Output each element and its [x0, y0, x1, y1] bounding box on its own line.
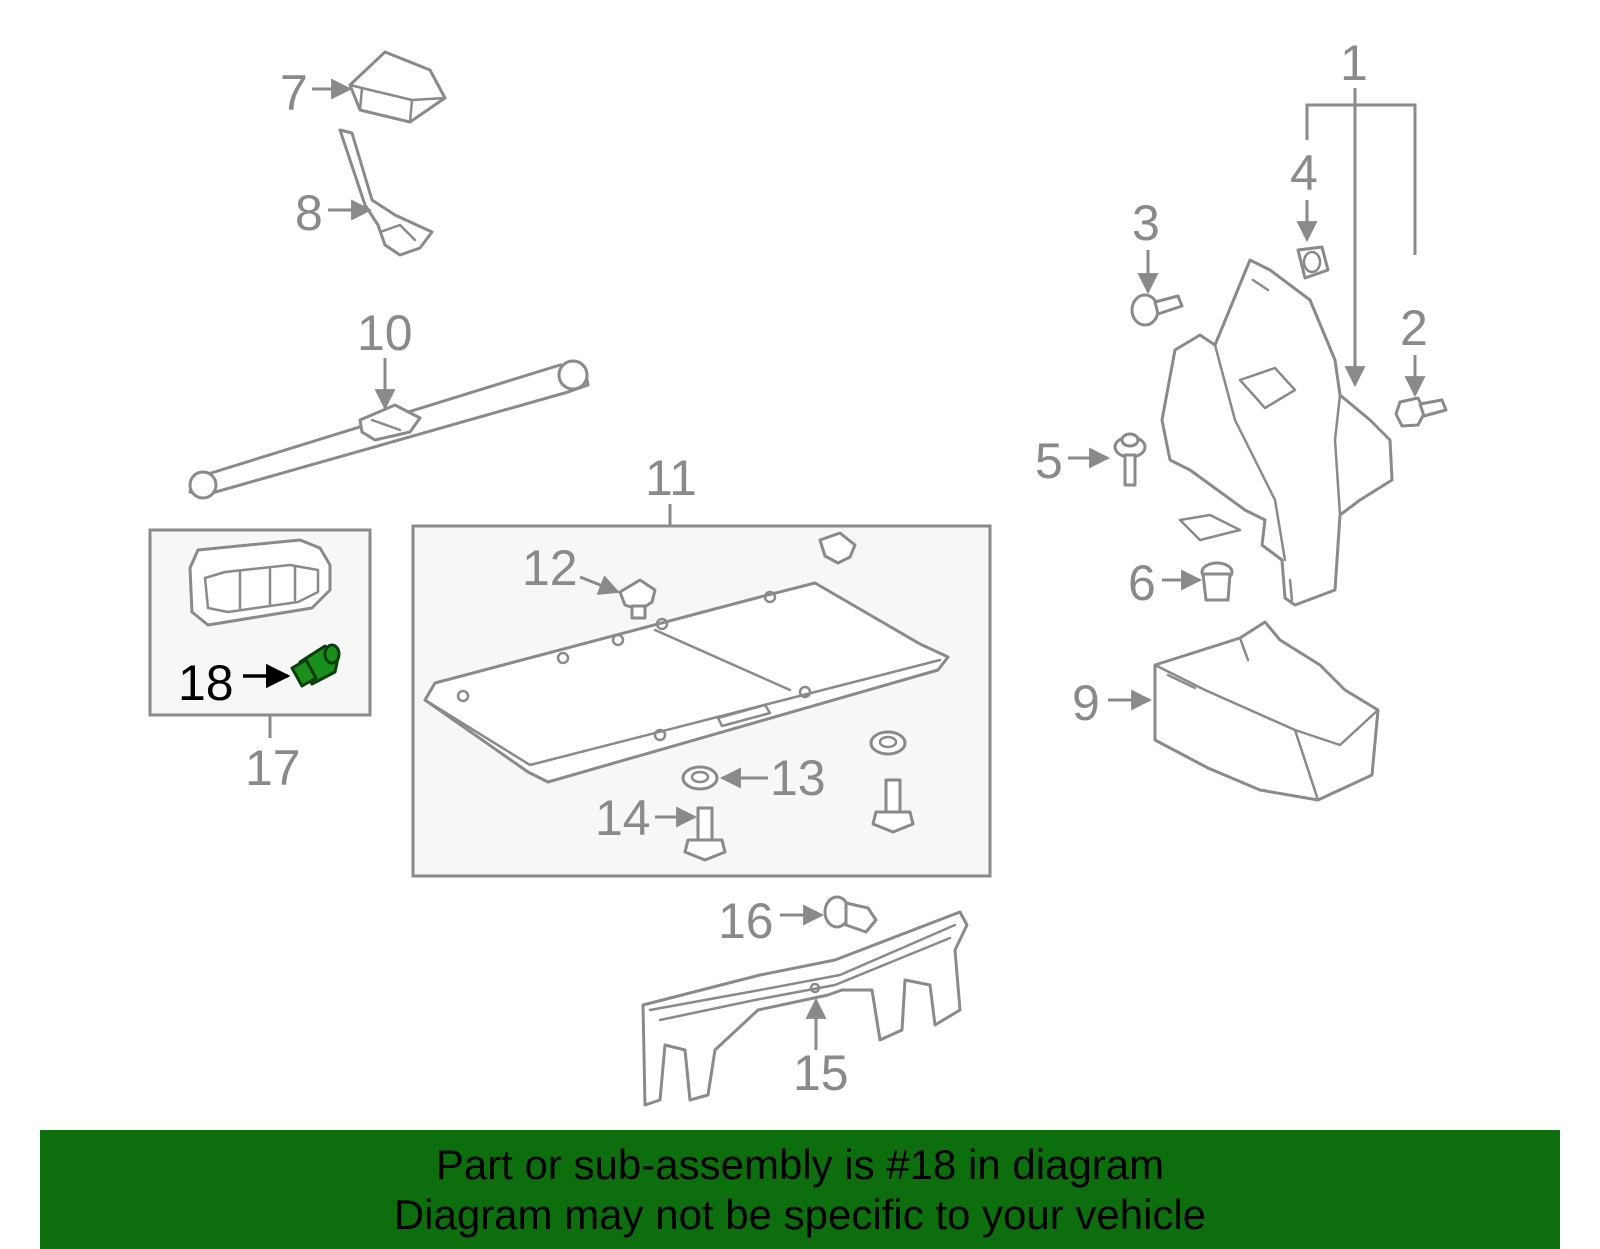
svg-text:12: 12	[522, 540, 578, 596]
callout-9: 9	[1072, 675, 1153, 731]
part-14-bolt[interactable]	[683, 778, 915, 862]
svg-text:2: 2	[1400, 300, 1428, 356]
svg-text:1: 1	[1340, 35, 1368, 91]
part-2-screw[interactable]	[1394, 396, 1448, 428]
svg-text:15: 15	[793, 1045, 849, 1101]
svg-text:9: 9	[1072, 675, 1100, 731]
banner-line-2: Diagram may not be specific to your vehi…	[393, 1190, 1207, 1238]
part-6-grommet[interactable]	[1200, 561, 1234, 602]
callout-8: 8	[295, 185, 373, 241]
callout-6: 6	[1128, 555, 1203, 611]
part-18-bulb[interactable]	[290, 643, 341, 688]
callout-15: 15	[793, 997, 849, 1101]
part-7-cap[interactable]	[348, 50, 447, 124]
svg-text:3: 3	[1132, 195, 1160, 251]
svg-text:7: 7	[280, 65, 308, 121]
callout-13: 13	[719, 750, 826, 806]
callout-10: 10	[357, 305, 413, 411]
callout-17: 17	[245, 740, 301, 796]
part-15-scuff-plate[interactable]	[641, 910, 969, 1107]
callout-4: 4	[1290, 145, 1318, 243]
svg-text:6: 6	[1128, 555, 1156, 611]
part-11-tonneau-board[interactable]	[423, 581, 950, 784]
svg-text:13: 13	[770, 750, 826, 806]
part-5-clip[interactable]	[1113, 432, 1147, 487]
callout-14: 14	[595, 790, 698, 846]
svg-text:4: 4	[1290, 145, 1318, 201]
part-12-clip[interactable]	[618, 531, 857, 620]
part-8-lever[interactable]	[338, 128, 434, 257]
part-9-tray[interactable]	[1153, 620, 1380, 802]
banner-line-1: Part or sub-assembly is #18 in diagram	[435, 1140, 1165, 1188]
part-10-strap[interactable]	[188, 359, 590, 500]
callout-2: 2	[1400, 130, 1428, 398]
svg-text:8: 8	[295, 185, 323, 241]
part-3-bolt[interactable]	[1130, 293, 1184, 327]
svg-text:16: 16	[718, 893, 774, 949]
callout-18: 18	[178, 655, 291, 711]
svg-text:10: 10	[357, 305, 413, 361]
callout-12: 12	[522, 540, 620, 596]
callout-11: 11	[645, 450, 697, 506]
part-16-clip[interactable]	[823, 895, 878, 934]
part-13-washer[interactable]	[681, 730, 907, 791]
callout-7: 7	[280, 65, 353, 121]
callout-5: 5	[1035, 433, 1111, 489]
svg-text:18: 18	[178, 655, 234, 711]
svg-text:14: 14	[595, 790, 651, 846]
callout-1: 1	[1305, 35, 1417, 388]
callout-16: 16	[718, 893, 825, 949]
info-banner: Part or sub-assembly is #18 in diagram D…	[40, 1130, 1560, 1249]
part-1-quarter-trim[interactable]	[1160, 258, 1394, 607]
callout-3: 3	[1132, 195, 1160, 295]
part-4-grommet[interactable]	[1296, 245, 1330, 280]
part-17-lamp[interactable]	[188, 538, 332, 627]
svg-text:5: 5	[1035, 433, 1063, 489]
